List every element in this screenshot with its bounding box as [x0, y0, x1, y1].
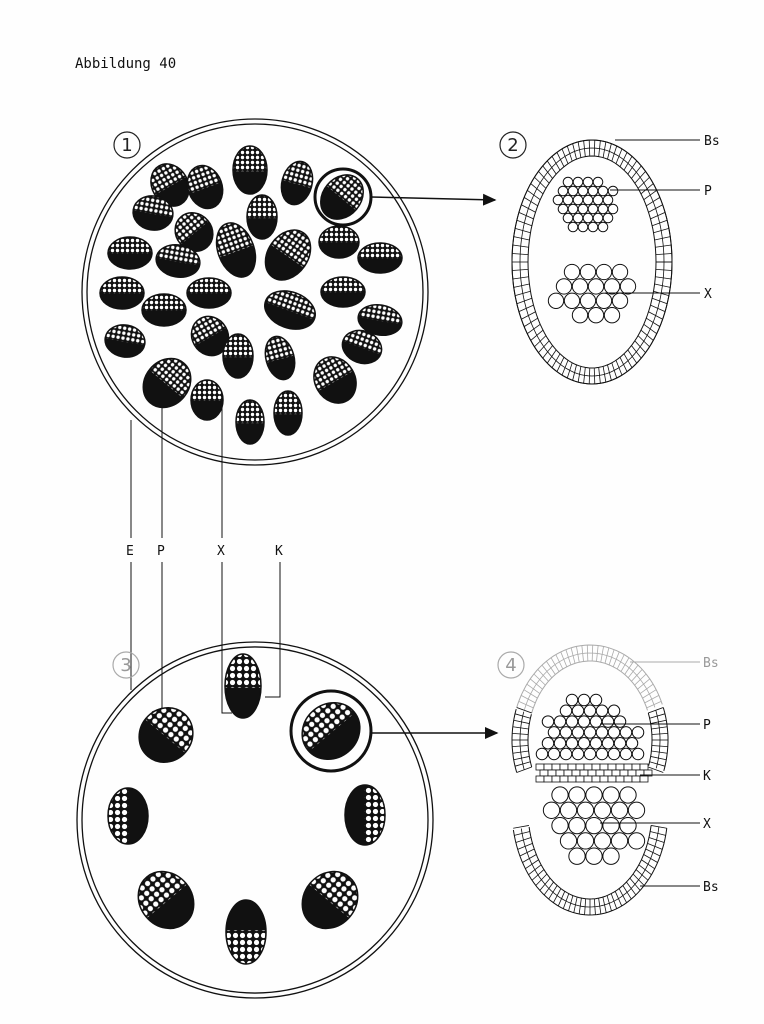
vascular-bundle [141, 293, 187, 327]
vascular-bundle [209, 217, 257, 278]
arrow [370, 193, 497, 206]
label-x: X [703, 817, 711, 832]
vascular-bundle [320, 276, 366, 308]
vascular-bundle [224, 653, 262, 719]
vascular-bundle [357, 242, 403, 274]
panel-4: 4 Bs P K X Bs [497, 644, 719, 916]
label-k: K [275, 544, 283, 559]
panel-number: 1 [121, 135, 132, 156]
vascular-bundle [246, 194, 278, 240]
panel-number: 3 [120, 655, 131, 676]
panel-number: 2 [507, 135, 518, 156]
panel-number: 4 [505, 655, 516, 676]
label-p: P [703, 718, 711, 733]
label-p: P [704, 184, 712, 199]
panel-3: 3 [76, 641, 499, 999]
vascular-bundle [184, 309, 230, 357]
vascular-bundle [190, 379, 224, 421]
vascular-bundle [305, 349, 357, 404]
vascular-bundle [107, 236, 153, 270]
bundle-detail-4 [511, 644, 669, 916]
vascular-bundle [290, 691, 361, 761]
panel-number-circle [113, 131, 141, 159]
vascular-bundle [222, 333, 254, 379]
vascular-bundle [264, 284, 321, 330]
vascular-bundle [186, 277, 232, 309]
vascular-bundle [264, 221, 320, 281]
vascular-bundle [143, 156, 190, 207]
vascular-bundle [341, 325, 387, 365]
vascular-bundle [142, 348, 201, 409]
label-e: E [126, 544, 134, 559]
panel-2: 2 Bs P X [499, 131, 720, 385]
bundle-detail-2 [511, 139, 673, 385]
vascular-bundle [126, 860, 195, 930]
vascular-bundle [280, 157, 318, 206]
vascular-bundle [225, 899, 267, 965]
vascular-bundle [232, 145, 268, 195]
label-bs: Bs [703, 880, 719, 895]
vascular-bundle [320, 166, 372, 220]
vascular-bundle [344, 784, 386, 846]
vascular-bundle [301, 860, 370, 930]
vascular-bundle [273, 390, 303, 436]
label-x: X [217, 544, 225, 559]
vascular-bundle [318, 225, 360, 259]
vascular-bundle [99, 276, 145, 310]
vascular-bundle [104, 321, 148, 358]
vascular-bundle [107, 787, 149, 845]
vascular-bundles-panel-3 [107, 653, 386, 965]
vascular-bundle [167, 205, 214, 252]
label-p: P [157, 544, 165, 559]
vascular-bundle [235, 399, 265, 445]
connectors [130, 390, 281, 714]
panel-1: 1 [81, 118, 497, 466]
vascular-bundles-panel-1 [99, 145, 405, 445]
vascular-bundle [181, 160, 224, 210]
label-bs: Bs [704, 134, 720, 149]
figure-title: Abbildung 40 [75, 56, 176, 72]
label-bs: Bs [703, 656, 719, 671]
cambium-layer [535, 763, 653, 783]
label-k: K [703, 769, 711, 784]
vascular-bundle [138, 696, 204, 763]
label-x: X [704, 287, 712, 302]
vascular-bundle [260, 333, 296, 381]
